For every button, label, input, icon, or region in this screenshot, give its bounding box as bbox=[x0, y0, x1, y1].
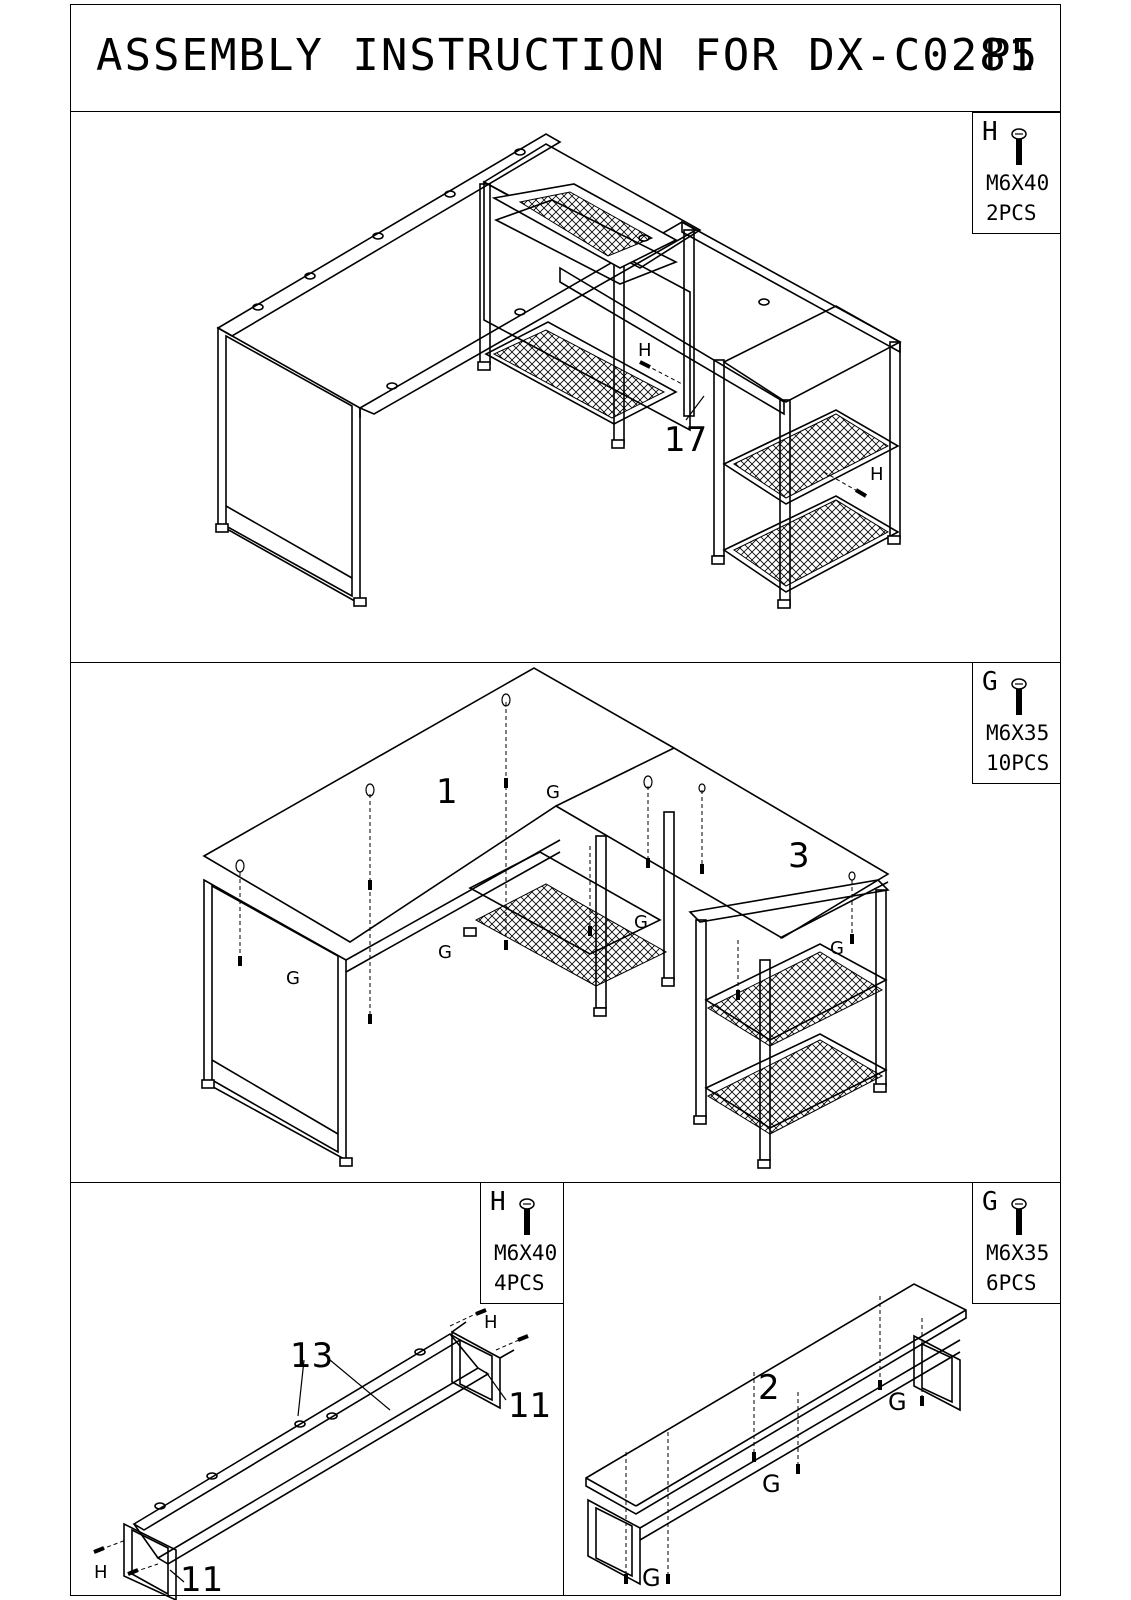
step2-part-top-right: 3 bbox=[788, 836, 810, 876]
divider-step3-step4 bbox=[563, 1182, 564, 1596]
step1-h-label-top: H bbox=[638, 340, 652, 361]
hardware-size: M6X40 bbox=[986, 171, 1050, 195]
step4-g-label-middle: G bbox=[762, 1470, 781, 1498]
step2-g-label-2: G bbox=[286, 968, 300, 989]
step1-h-label-right: H bbox=[870, 464, 884, 485]
divider-step1-step2 bbox=[70, 662, 1061, 663]
hardware-letter: G bbox=[982, 667, 998, 697]
screw-icon bbox=[1011, 678, 1027, 715]
step2-g-label-3: G bbox=[438, 942, 452, 963]
step4-hardware-box: G M6X35 6PCS bbox=[972, 1182, 1061, 1304]
hardware-quantity: 10PCS bbox=[986, 751, 1050, 775]
document-title: ASSEMBLY INSTRUCTION FOR DX-C0281 bbox=[96, 30, 1037, 81]
hardware-quantity: 6PCS bbox=[986, 1271, 1037, 1295]
title-bar: ASSEMBLY INSTRUCTION FOR DX-C0281 P5 bbox=[70, 4, 1061, 112]
hardware-quantity: 2PCS bbox=[986, 201, 1037, 225]
hardware-size: M6X35 bbox=[986, 1241, 1050, 1265]
step2-g-label-1: G bbox=[546, 782, 560, 803]
step3-bar-part-number: 13 bbox=[290, 1336, 334, 1376]
step3-h-label-bottom: H bbox=[94, 1562, 108, 1583]
step2-part-top-left: 1 bbox=[436, 772, 458, 812]
page-number: P5 bbox=[984, 30, 1037, 81]
step1-part-number: 17 bbox=[664, 420, 708, 460]
screw-icon bbox=[1011, 1198, 1027, 1235]
hardware-quantity: 4PCS bbox=[494, 1271, 545, 1295]
step2-g-label-5: G bbox=[830, 938, 844, 959]
hardware-letter: H bbox=[982, 117, 998, 147]
step3-hardware-box: H M6X40 4PCS bbox=[480, 1182, 564, 1304]
hardware-letter: G bbox=[982, 1187, 998, 1217]
step4-board-part-number: 2 bbox=[758, 1368, 780, 1408]
divider-step2-bottom bbox=[70, 1182, 1061, 1183]
hardware-size: M6X40 bbox=[494, 1241, 558, 1265]
page-frame bbox=[70, 4, 1061, 1596]
hardware-size: M6X35 bbox=[986, 721, 1050, 745]
step3-h-label-top: H bbox=[484, 1312, 498, 1333]
step2-g-label-4: G bbox=[634, 912, 648, 933]
bolt-icon bbox=[1011, 128, 1027, 165]
step3-end-part-number-bottom: 11 bbox=[180, 1560, 224, 1600]
bolt-icon bbox=[519, 1198, 535, 1235]
step4-g-label-bottom: G bbox=[642, 1564, 661, 1592]
step1-hardware-box: H M6X40 2PCS bbox=[972, 112, 1061, 234]
step2-hardware-box: G M6X35 10PCS bbox=[972, 662, 1061, 784]
step4-g-label-right: G bbox=[888, 1388, 907, 1416]
step3-end-part-number-top: 11 bbox=[508, 1386, 552, 1426]
hardware-letter: H bbox=[490, 1187, 506, 1217]
